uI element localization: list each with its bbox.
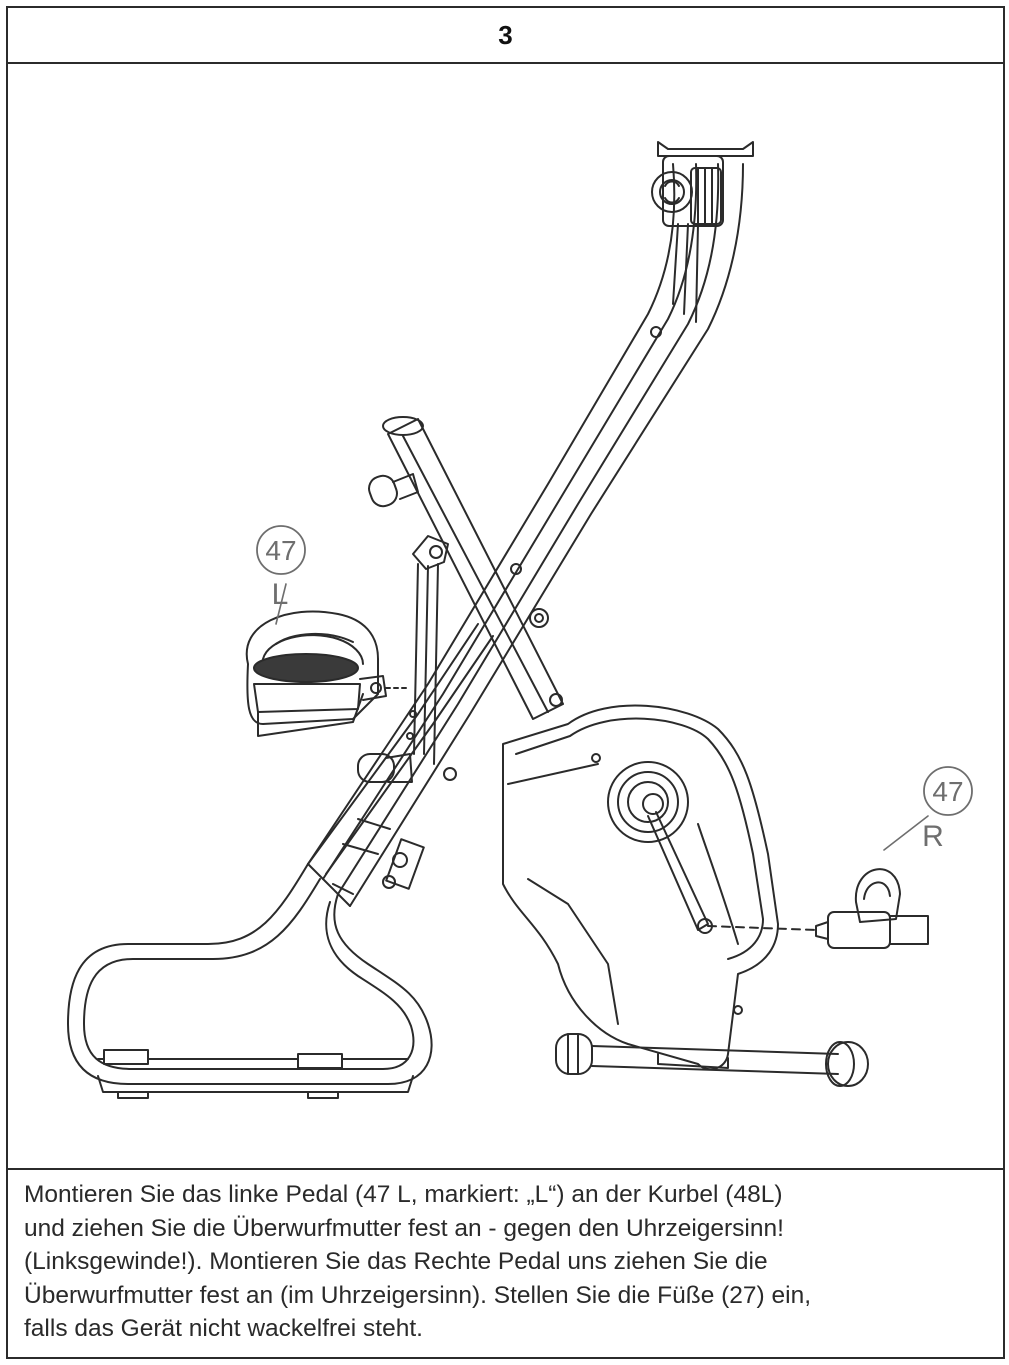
pedal-bracket-left [357,535,449,783]
rear-stabilizer [555,1033,869,1087]
callout-side-left: L [272,578,289,611]
instruction-line: und ziehen Sie die Überwurfmutter fest a… [24,1214,784,1242]
callout-circle-left [256,525,306,575]
instruction-line: falls das Gerät nicht wackelfrei steht. [24,1315,423,1342]
callout-part-number-left: 47 [265,535,296,566]
callout-leader-right [883,815,929,851]
seat-tube [368,416,564,720]
instruction-sheet: 3 [6,6,1005,1359]
step-number: 3 [8,8,1003,64]
instruction-line: (Linksgewinde!). Montieren Sie das Recht… [24,1248,768,1275]
exercise-bike-drawing: 47 L 47 R [67,141,973,1099]
flywheel-housing [502,704,779,1071]
front-foot-frame [67,863,433,1099]
assembly-illustration: 47 L 47 R [8,64,1003,1170]
left-pedal [245,610,407,737]
instruction-line: Montieren Sie das linke Pedal (47 L, mar… [24,1181,783,1208]
callout-circle-right [923,766,973,816]
instruction-line: Überwurfmutter fest an (im Uhrzeigersinn… [24,1281,812,1309]
tension-knob [650,141,754,338]
callout-side-right: R [922,820,944,853]
callout-part-number-right: 47 [932,776,963,807]
right-pedal [707,868,929,949]
instruction-text: Montieren Sie das linke Pedal (47 L, mar… [24,1178,984,1346]
lower-support-tubes [307,623,494,895]
callout-leader-left [275,583,287,625]
